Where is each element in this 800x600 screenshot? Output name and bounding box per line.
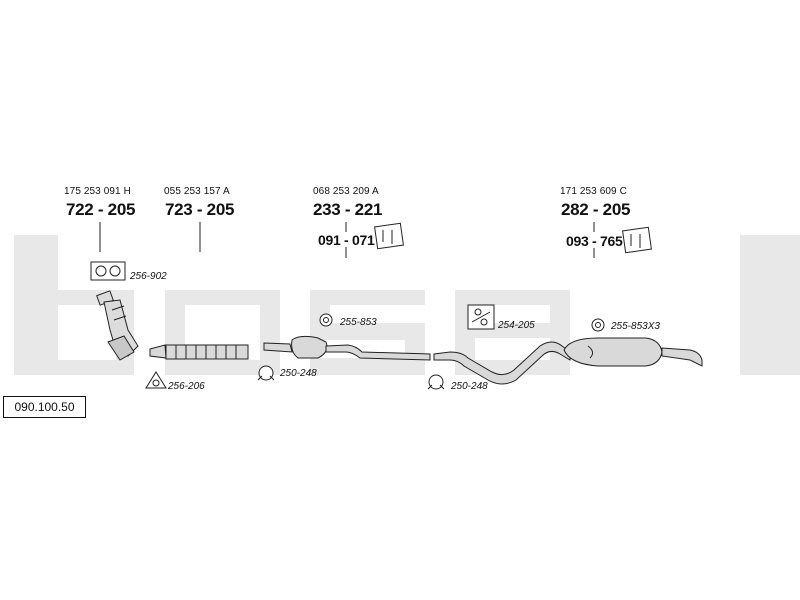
accessory-ref: 256-206 (168, 381, 205, 392)
gasket-triangle-icon (145, 371, 167, 389)
oem-number: 171 253 609 C (560, 186, 627, 197)
clamp-icon (427, 374, 445, 390)
accessory-ref: 255-853X3 (611, 321, 660, 332)
accessory-ref: 250-248 (451, 381, 488, 392)
hanger-bracket-icon (467, 304, 495, 330)
gasket-double-icon (90, 261, 126, 281)
part-number: 722 - 205 (66, 200, 136, 219)
part-number: 282 - 205 (561, 200, 631, 219)
rear-silencer-part (563, 337, 703, 367)
middle-silencer-part (263, 335, 431, 361)
mount-number: 091 - 071 (318, 232, 375, 248)
oem-number: 175 253 091 H (64, 186, 131, 197)
part-number: 233 - 221 (313, 200, 383, 219)
rubber-mount-icon (374, 222, 404, 250)
accessory-ref: 250-248 (280, 368, 317, 379)
accessory-ref: 255-853 (340, 317, 377, 328)
part-number: 723 - 205 (165, 200, 235, 219)
accessory-ref: 256-902 (130, 271, 167, 282)
oem-number: 068 253 209 A (313, 186, 379, 197)
intermediate-pipe-part (433, 341, 571, 385)
accessory-ref: 254-205 (498, 320, 535, 331)
rubber-mount-icon (622, 226, 652, 254)
mount-number: 093 - 765 (566, 233, 623, 249)
flexpipe-part (149, 344, 249, 360)
rubber-ring-icon (591, 318, 605, 332)
clamp-icon (257, 365, 275, 381)
diagram-code: 090.100.50 (3, 396, 86, 418)
rubber-ring-icon (319, 313, 333, 327)
downpipe-part (96, 290, 139, 361)
oem-number: 055 253 157 A (164, 186, 230, 197)
